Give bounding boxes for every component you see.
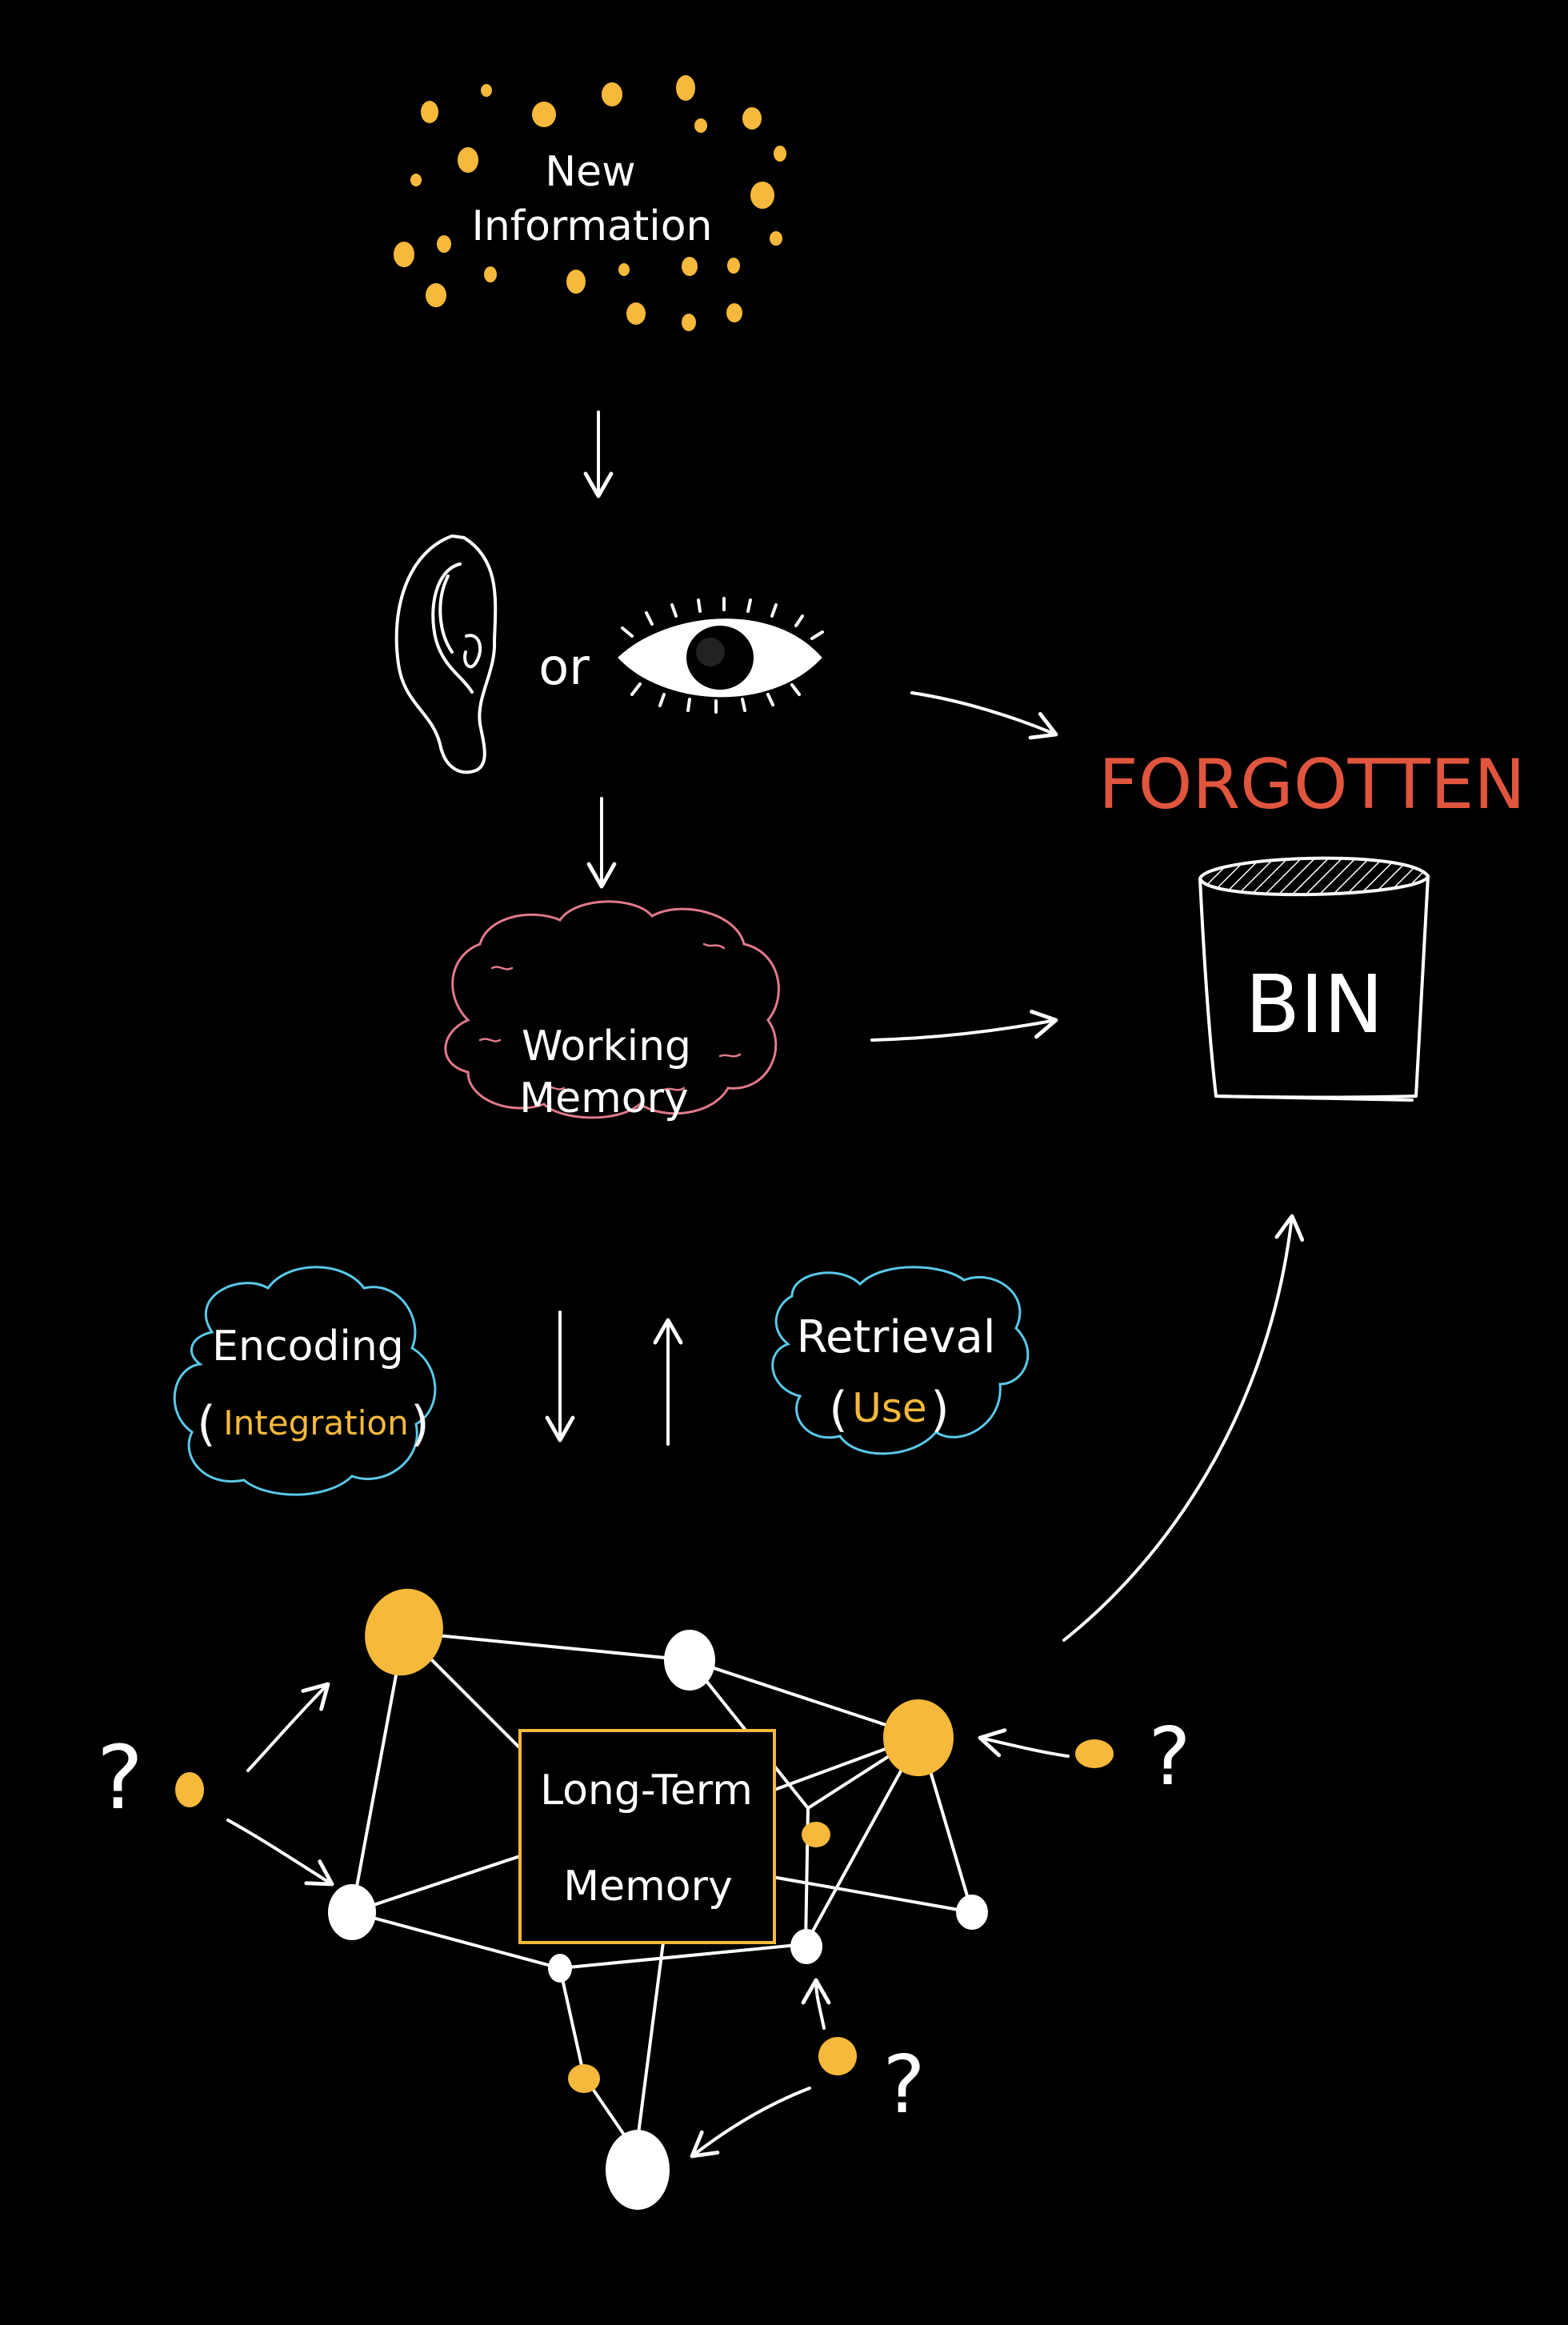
info-dot: [426, 283, 446, 307]
memory-node: [606, 2130, 670, 2210]
retrieval-use: Use: [852, 1385, 926, 1431]
question-mark: ?: [882, 2038, 925, 2131]
question-mark: ?: [97, 1727, 143, 1829]
info-dot: [437, 235, 451, 253]
unknown-input-bottom: ?: [690, 1978, 926, 2159]
memory-node: [568, 2064, 600, 2093]
arrow-senses-to-bin: [910, 691, 1058, 740]
memory-node: [802, 1822, 830, 1847]
info-dot: [770, 231, 782, 246]
retrieval-cloud: Retrieval ( Use ): [771, 1266, 1030, 1455]
encoding-subtitle: ( Integration ): [197, 1396, 429, 1452]
arrow-working-memory-to-bin: [870, 1010, 1058, 1042]
encoding-integration: Integration: [223, 1403, 408, 1443]
network-nodes: [328, 1588, 988, 2210]
info-dot: [394, 242, 414, 267]
memory-node: [790, 1929, 822, 1964]
eye-icon: [618, 597, 824, 714]
long-term-memory-box: [518, 1729, 776, 1944]
long-term-memory-line2: Memory: [563, 1863, 732, 1911]
info-dot: [774, 146, 786, 162]
arrow-long-term-to-bin: [1062, 1214, 1305, 1642]
encoding-paren-close: ): [410, 1396, 429, 1452]
unknown-dot: [1075, 1739, 1114, 1768]
retrieval-subtitle: ( Use ): [829, 1382, 949, 1438]
working-memory-line2: Memory: [519, 1074, 688, 1122]
retrieval-paren-close: ): [930, 1382, 949, 1438]
question-mark: ?: [1148, 1710, 1190, 1803]
long-term-memory-line1: Long-Term: [540, 1767, 753, 1815]
info-dot: [676, 75, 695, 101]
info-dot: [682, 257, 698, 276]
working-memory-brain: Working Memory: [444, 900, 780, 1122]
retrieval-title: Retrieval: [797, 1311, 996, 1363]
memory-node: [365, 1588, 443, 1676]
encoding-cloud: Encoding ( Integration ): [173, 1266, 437, 1496]
working-memory-line1: Working: [522, 1022, 691, 1070]
info-dot: [421, 101, 438, 123]
memory-node: [664, 1630, 715, 1691]
senses-or-label: or: [538, 638, 590, 696]
info-dot: [532, 102, 556, 127]
forgotten-title: FORGOTTEN: [1098, 745, 1525, 825]
information-dots: [394, 75, 786, 331]
ear-icon: [394, 534, 498, 774]
info-dot: [618, 263, 630, 276]
new-information-cluster: New Information: [394, 75, 786, 331]
info-dot: [727, 258, 740, 274]
info-dot: [458, 147, 478, 173]
memory-node: [548, 1954, 572, 1983]
brain-outline: [444, 900, 780, 1119]
memory-node: [956, 1895, 988, 1930]
new-information-line2: Information: [471, 202, 712, 250]
info-dot: [626, 302, 646, 325]
info-dot: [750, 182, 774, 209]
unknown-dot: [175, 1772, 204, 1807]
info-dot: [694, 118, 707, 133]
new-information-line1: New: [545, 148, 635, 196]
info-dot: [726, 303, 742, 322]
memory-node: [883, 1699, 954, 1776]
info-dot: [484, 266, 497, 282]
info-dot: [566, 270, 586, 294]
unknown-dot: [818, 2037, 857, 2075]
bin-label: BIN: [1246, 958, 1384, 1051]
info-dot: [481, 84, 492, 97]
bin-icon: BIN: [1198, 856, 1430, 1102]
memory-node: [328, 1884, 376, 1940]
long-term-memory-network: Long-Term Memory ? ? ?: [97, 1588, 1191, 2210]
info-dot: [682, 314, 696, 331]
encoding-paren-open: (: [197, 1396, 215, 1452]
info-dot: [410, 174, 422, 186]
info-dot: [742, 107, 762, 130]
info-dot: [602, 82, 622, 106]
retrieval-paren-open: (: [829, 1382, 847, 1438]
encoding-title: Encoding: [212, 1323, 404, 1371]
unknown-input-right: ?: [978, 1710, 1191, 1803]
unknown-input-left: ?: [97, 1682, 334, 1887]
